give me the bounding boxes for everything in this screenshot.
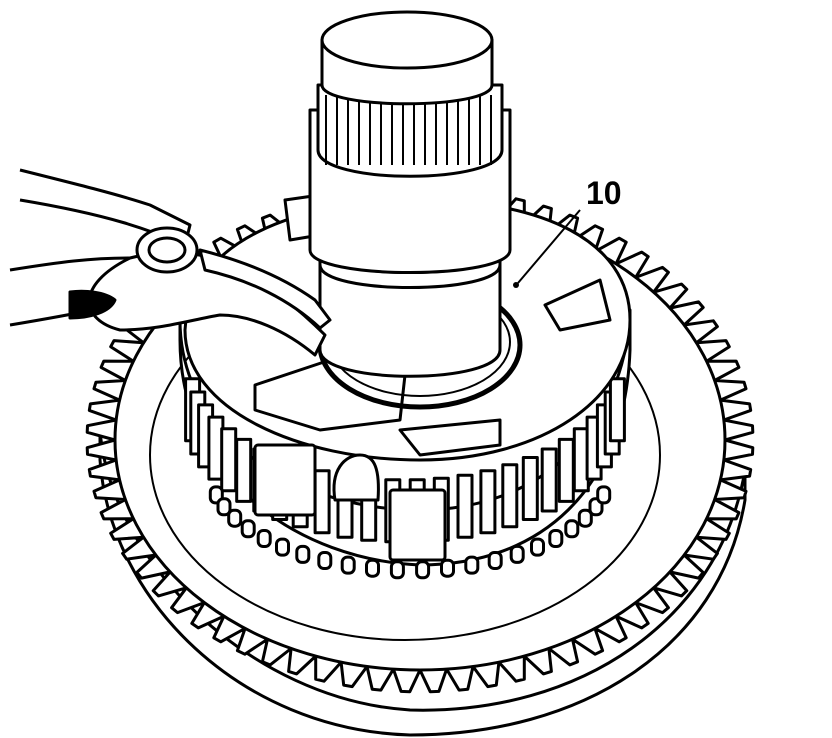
callout-leader-line <box>517 209 581 284</box>
drum-spline-tooth <box>479 469 497 535</box>
drum-spline-tooth <box>557 437 575 503</box>
drum-window-1 <box>253 443 317 517</box>
drum-spline-tooth <box>456 473 474 539</box>
shaft-spline-section <box>316 83 504 178</box>
snap-ring-pliers <box>9 168 332 357</box>
drum-lug <box>548 529 564 548</box>
drum-spline-tooth <box>501 463 519 529</box>
cage-block-right <box>398 418 502 457</box>
drum-lug <box>295 544 311 564</box>
drum-lug <box>256 529 272 548</box>
drum-lug <box>487 551 503 570</box>
drum-lug <box>440 558 455 578</box>
drum-lug <box>577 508 593 528</box>
shaft-end-face <box>320 10 494 70</box>
drum-lug <box>240 519 256 539</box>
drum-lug <box>340 555 356 575</box>
drum-spline-tooth <box>608 377 626 443</box>
pliers-handle-grip <box>68 289 117 320</box>
drum-lug <box>464 555 480 575</box>
drum-lug <box>365 558 380 578</box>
drum-lug <box>216 497 232 517</box>
drum-lug <box>509 544 525 564</box>
callout-label-10: 10 <box>586 175 622 211</box>
drum-slot <box>332 453 380 502</box>
gear-side-face <box>98 428 747 737</box>
callout-leader-dot <box>513 282 519 288</box>
pliers-tip-upper <box>198 248 332 330</box>
drum-spline-tooth <box>313 469 331 535</box>
drum-lug <box>596 485 612 505</box>
shaft-splines <box>325 95 492 165</box>
drum-spline-tooth <box>540 447 558 513</box>
pliers-pivot-hole <box>147 236 187 264</box>
drum-window-2 <box>388 488 447 562</box>
drum-spline-tooth <box>220 427 238 493</box>
drum-spline-tooth <box>235 437 253 503</box>
cage-tab-right <box>543 278 612 332</box>
output-shaft <box>308 10 512 378</box>
drum-lug <box>275 537 290 557</box>
drum-lugs <box>208 485 612 580</box>
drum-lug <box>564 519 580 539</box>
drum-lug <box>415 560 431 580</box>
drum-lug <box>317 551 333 570</box>
drum-lug <box>227 508 243 528</box>
drum-spline-tooth <box>521 456 539 521</box>
drum-lug <box>389 560 405 580</box>
drum-lug <box>530 537 545 557</box>
